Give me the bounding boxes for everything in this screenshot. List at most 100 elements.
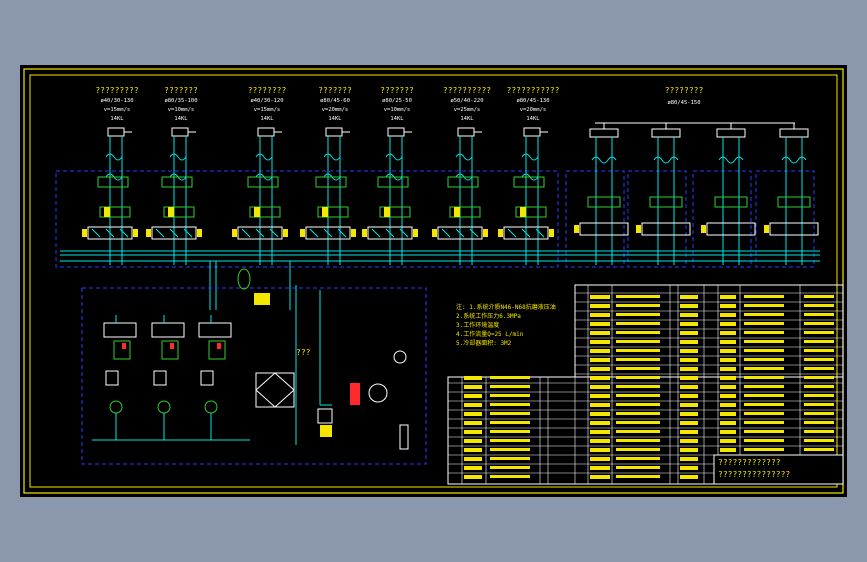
cylinder-body [523,127,541,137]
valve-coil [384,207,390,217]
cylinder-body [457,127,475,137]
table-cell-text [804,394,834,397]
pump-unit-2 [151,315,185,440]
circuit-title: ?????????? [443,86,491,95]
table-cell-text [680,475,698,479]
solenoid [636,225,641,233]
table-cell-text [464,412,482,416]
table-cell-text [590,475,610,479]
table-cell-text [616,349,660,352]
pump-unit-1 [103,315,137,440]
table-cell-text [616,358,660,361]
pipe [389,136,403,265]
solenoid [300,229,305,237]
parts-table-upper [574,284,844,378]
circuit-7 [498,127,554,265]
table-cell-text [616,322,660,325]
cylinder-group-outline [755,170,815,268]
table-cell-text [616,457,660,460]
table-cell-text [680,430,698,434]
valve-coil [454,207,460,217]
table-cell-text [590,340,610,344]
valve-block [163,206,195,218]
valve-block [587,196,621,208]
table-cell-text [616,385,660,388]
solenoid [701,225,706,233]
title-block [713,454,844,485]
note-line: 注: 1.系统介质N46-N68抗磨液压油 [456,303,556,311]
table-cell-text [680,448,698,452]
solenoid [146,229,151,237]
heat-exchanger [255,372,295,408]
table-cell-text [590,430,610,434]
table-cell-text [616,403,660,406]
cylinder-circuit-1 [574,123,629,265]
valve-arrows [371,228,409,238]
table-cell-text [490,394,530,397]
pump [109,400,123,414]
valve-arrows [507,228,545,238]
table-cell-text [744,376,784,379]
title-block-line1: ????????????? [718,458,781,467]
valve-coil [322,207,328,217]
valve-block [515,206,547,218]
directional-valve [503,226,549,240]
directional-valve [87,226,133,240]
table-cell-text [804,367,834,370]
table-cell-text [744,349,784,352]
directional-valve [367,226,413,240]
circuit-title: ??????? [318,86,352,95]
flow-valve [781,156,807,164]
cylinder-body [779,128,809,138]
table-cell-text [720,304,736,308]
table-cell-text [590,412,610,416]
circuit-spec: 14KL [526,116,540,122]
table-cell-text [590,457,610,461]
cylinder-circuit-3 [701,123,756,265]
table-cell-text [464,475,482,479]
cylinder-group-outline [565,170,625,268]
valve-coil [168,207,174,217]
circuit-spec: ø80/25-50 [382,98,412,104]
solenoid [197,229,202,237]
filter [105,370,119,386]
solenoid [483,229,488,237]
circuit-4 [300,127,356,265]
table-cell-text [616,340,660,343]
solenoid [574,225,579,233]
flow-valve [521,153,539,181]
table-cell-text [720,430,736,434]
table-cell-text [680,412,698,416]
pipe [173,136,187,265]
table-cell-text [590,403,610,407]
table-cell-text [490,475,530,478]
valve-arrows [155,228,193,238]
table-cell-text [616,421,660,424]
pipe [785,137,803,265]
table-cell-text [804,412,834,415]
relief-valve [151,322,185,338]
table-cell-text [744,295,784,298]
table-cell-text [720,385,736,389]
cylinder-body [107,127,125,137]
level-gauge [320,425,332,437]
circuit-1 [82,127,138,265]
table-cell-text [680,421,698,425]
table-cell-text [590,295,610,299]
cylinder-circuit-2 [636,123,691,265]
table-cell-text [680,394,698,398]
circuit-spec: ø80/45-60 [320,98,350,104]
circuit-spec: 14KL [328,116,342,122]
valve-coil [104,207,110,217]
circuit-spec: 14KL [390,116,404,122]
flow-valve [105,153,123,181]
circuit-spec: v=10mm/s [384,107,411,113]
table-cell-text [720,448,736,452]
valve-block [315,176,347,188]
table-cell-text [616,367,660,370]
valve-block [247,176,279,188]
valve-block [317,206,349,218]
table-cell-text [590,349,610,353]
table-cell-text [720,322,736,326]
solenoid [232,229,237,237]
